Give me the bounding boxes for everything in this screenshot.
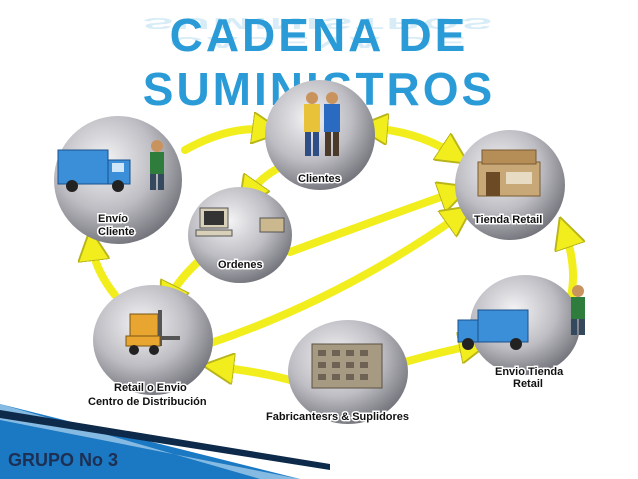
- arrow-envio-tienda-to-tienda: [565, 232, 573, 300]
- store-icon: [478, 150, 540, 196]
- label-envio-tienda-1: Envio Tienda: [495, 366, 564, 378]
- label-envio-cliente-2: Cliente: [98, 226, 135, 238]
- arrow-envio-cliente-to-clientes: [185, 129, 268, 150]
- label-centro-1: Retail o Envio: [114, 382, 187, 394]
- group-label: GRUPO No 3: [8, 450, 118, 471]
- label-envio-tienda-2: Retail: [513, 378, 543, 390]
- factory-building-icon: [312, 344, 382, 388]
- label-fabricantes: Fabricantesrs & Suplidores: [266, 411, 409, 423]
- arrow-clientes-to-tienda-long: [290, 192, 455, 252]
- arrow-centro-to-envio-cliente: [92, 245, 115, 295]
- label-envio-cliente-1: Envío: [98, 213, 128, 225]
- arrow-fabricantes-to-centro: [218, 367, 290, 380]
- label-clientes: Clientes: [298, 173, 341, 185]
- label-centro-2: Centro de Distribución: [88, 396, 207, 408]
- label-tienda-retail: Tienda Retail: [474, 214, 542, 226]
- label-ordenes: Ordenes: [218, 259, 263, 271]
- arrow-clientes-tienda: [372, 128, 455, 155]
